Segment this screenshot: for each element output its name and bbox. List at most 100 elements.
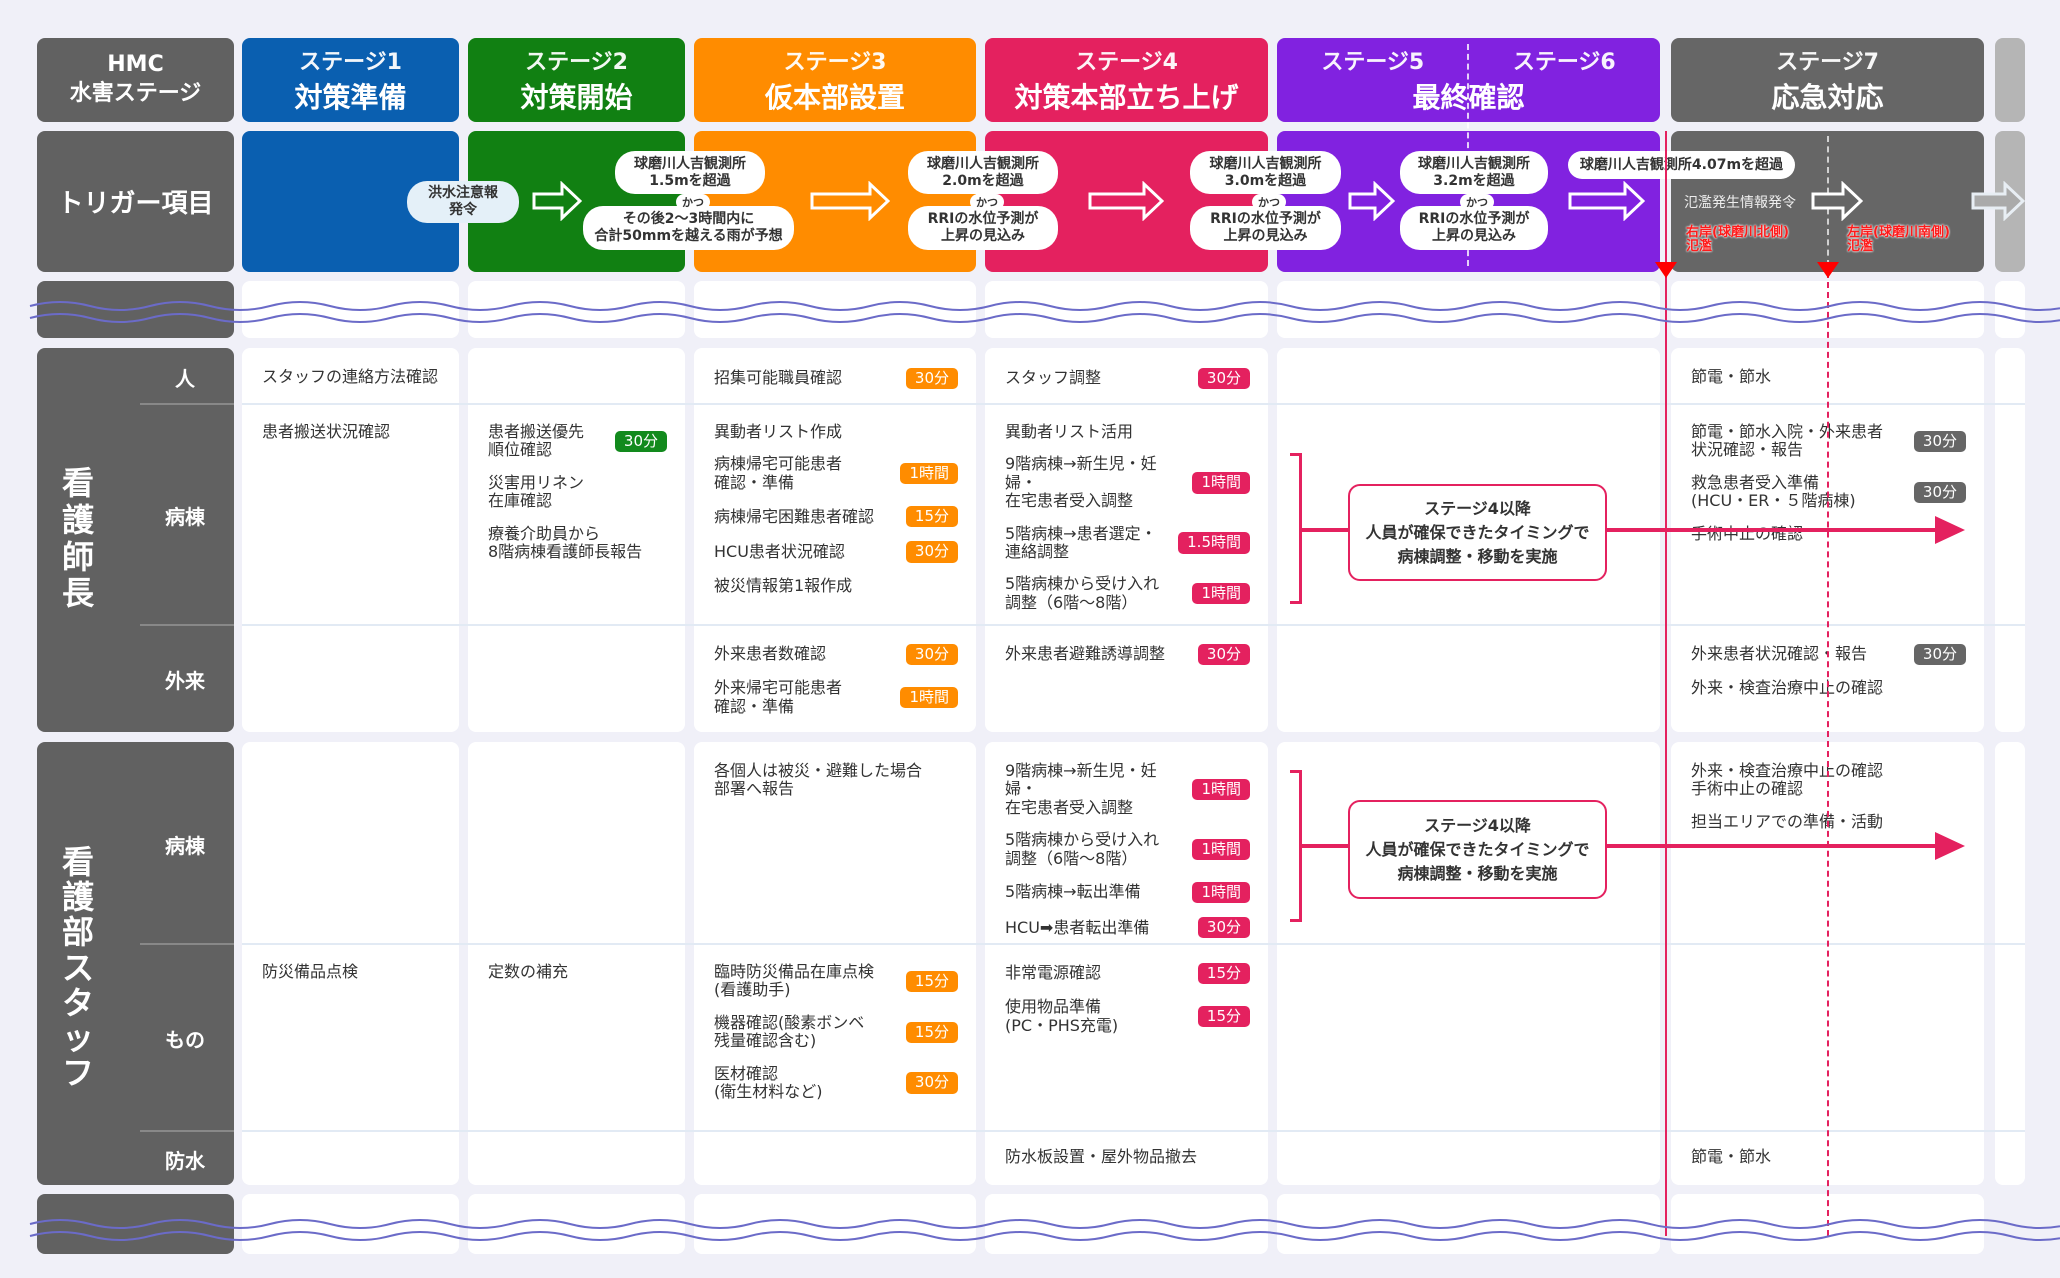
task-item: 担当エリアでの準備・活動 [1691,812,1966,831]
group-cell [1995,348,2025,732]
duration-badge: 1時間 [1192,778,1250,801]
task-label: 定数の補充 [488,962,569,981]
duration-badge: 30分 [1913,430,1966,453]
task-label: 外来帰宅可能患者 確認・準備 [714,678,843,716]
stage-title: 仮本部設置 [764,81,905,114]
task-item: スタッフの連絡方法確認 [262,367,441,386]
task-label: 病棟帰宅可能患者 確認・準備 [714,454,843,492]
task-label: 防災備品点検 [262,962,359,981]
task-label: 5階病棟から受け入れ 調整（6階～8階） [1005,574,1160,612]
task-label: スタッフの連絡方法確認 [262,367,439,386]
task-item: 臨時防災備品在庫点検 (看護助手)15分 [714,962,958,1000]
duration-badge: 30分 [905,644,958,666]
cell-things-stage1: 防災備品点検 [242,943,459,981]
bottom-cell [468,1194,685,1254]
flood-line-left-bank [1827,272,1829,1236]
arrow-head-icon [1935,516,1965,544]
task-label: 異動者リスト作成 [714,422,843,441]
stage-title: 対策開始 [520,81,633,114]
left-bank-flood: 左岸(球磨川南側) 氾濫 [1847,225,1950,255]
task-label: 療養介助員から 8階病棟看護師長報告 [488,523,643,561]
duration-badge: 30分 [1197,917,1250,939]
stage-number: ステージ3 [783,50,887,75]
and-label: かつ [1252,194,1286,210]
bottom-cell [242,1194,459,1254]
trigger-rri-forecast: RRIの水位予測が 上昇の見込み [908,206,1058,250]
task-label: 節電・節水入院・外来患者 状況確認・報告 [1691,422,1884,460]
trigger-label: トリガー項目 [37,131,234,272]
task-label: 5階病棟から受け入れ 調整（6階～8階） [1005,830,1160,868]
arrow-right-icon [1088,180,1165,222]
arrow-right-icon [1811,180,1864,222]
task-label: 患者搬送状況確認 [262,422,391,441]
wavy-break-icon [0,1214,2060,1250]
row-divider [242,1130,2025,1132]
task-item: 防水板設置・屋外物品撤去 [1005,1147,1250,1166]
row-label-person: 人 [175,366,195,391]
stage-header-3[interactable]: ステージ3 仮本部設置 [694,38,976,122]
group-label-nurse-staff: 看 護 部 ス タ ッ フ [62,843,95,1093]
task-item: 5階病棟から受け入れ 調整（6階～8階）1時間 [1005,831,1250,868]
duration-badge: 1時間 [1192,472,1250,494]
task-item: 患者搬送状況確認 [262,422,441,441]
arrow-right-icon [810,180,891,222]
task-label: 5階病棟→転出準備 [1005,882,1141,902]
cell-waterproof-stage4: 防水板設置・屋外物品撤去 [985,1130,1268,1166]
duration-badge: 30分 [614,430,667,453]
trigger-rri-forecast: RRIの水位予測が 上昇の見込み [1190,206,1341,250]
duration-badge: 30分 [905,1072,958,1094]
task-label: 招集可能職員確認 [714,368,843,388]
stage-header-6[interactable]: ステージ7 応急対応 [1671,38,1984,122]
trigger-level-1-5m: 球磨川人吉観測所 1.5mを超過 [615,151,765,194]
stage-title: 応急対応 [1771,81,1884,114]
bottom-row-label [37,1194,234,1254]
task-item: 機器確認(酸素ボンベ 残量確認含む)15分 [714,1013,958,1051]
task-label: 外来患者状況確認・報告 [1691,644,1868,664]
stage-header-next [1995,38,2025,122]
task-item: 被災情報第1報作成 [714,576,958,595]
task-item: 節電・節水入院・外来患者 状況確認・報告 30分 [1691,422,1966,460]
duration-badge: 15分 [1197,963,1250,985]
wavy-break-icon [0,296,2060,332]
arrow-right-icon [1348,180,1396,222]
stage-number: ステージ1 [299,50,402,75]
duration-badge: 30分 [905,368,958,390]
task-label: 非常電源確認 [1005,963,1102,983]
group-cell [468,742,685,1185]
task-label: 5階病棟→患者選定・ 連絡調整 [1005,523,1157,561]
wavy-cell [1277,281,1660,338]
task-item: 定数の補充 [488,962,667,981]
bottom-cell [985,1194,1268,1254]
task-label: 外来・検査治療中止の確認 [1691,678,1884,698]
and-label: かつ [676,194,710,210]
task-item: 異動者リスト活用 [1005,422,1250,441]
task-item: 5階病棟から受け入れ 調整（6階～8階）1時間 [1005,575,1250,612]
trigger-level-3-0m: 球磨川人吉観測所 3.0mを超過 [1190,151,1341,194]
trigger-rri-forecast: RRIの水位予測が 上昇の見込み [1400,206,1548,250]
trigger-flood-warning: 洪水注意報 発令 [407,181,519,223]
stage-number: ステージ7 [1776,50,1879,75]
group-cell [694,742,976,1185]
group-head-nurse-chief [37,348,234,732]
group-cell [242,348,459,732]
duration-badge: 1.5時間 [1178,532,1250,554]
and-label: かつ [970,194,1004,210]
duration-badge: 30分 [905,541,958,563]
task-item: 外来・検査治療中止の確認 [1691,678,1966,698]
arrow-line [1300,528,1940,532]
task-item: 防災備品点検 [262,962,441,981]
task-item: 招集可能職員確認 30分 [714,368,958,390]
